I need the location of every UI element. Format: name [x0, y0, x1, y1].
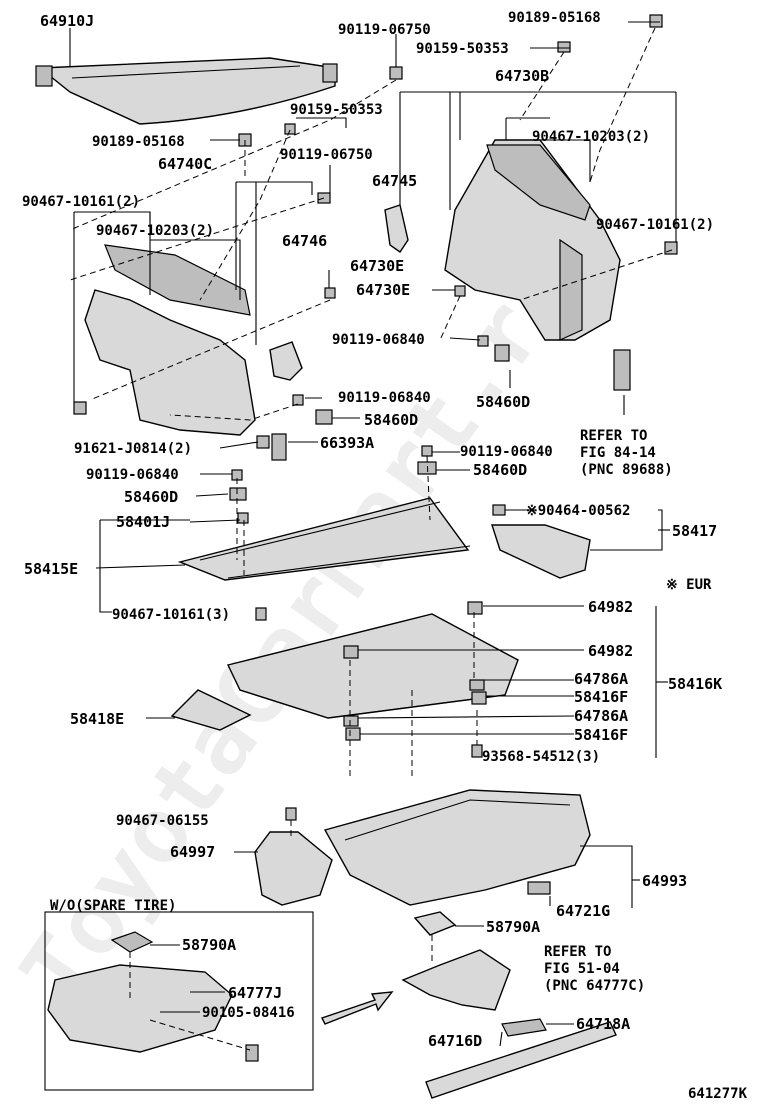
assembly-lines — [69, 27, 673, 1051]
label-58418E: 58418E — [70, 710, 124, 728]
storage-bin-64997-drawing — [254, 831, 333, 906]
label-90464-00562: ※90464-00562 — [526, 503, 630, 519]
label-64730B: 64730B — [495, 67, 549, 85]
label-64982-b: 64982 — [588, 642, 633, 660]
label-58460D-c: 58460D — [473, 461, 527, 479]
label-58417: 58417 — [672, 522, 717, 540]
label-90159-50353-top: 90159-50353 — [416, 41, 509, 57]
bracket-58417-drawing — [491, 524, 591, 579]
label-64730E-b: 64730E — [356, 281, 410, 299]
direction-arrow — [321, 991, 394, 1025]
label-64721G: 64721G — [556, 902, 610, 920]
label-90119-06750-mid: 90119-06750 — [280, 147, 373, 163]
cover-58418E-drawing — [170, 689, 252, 731]
label-58460D-d: 58460D — [124, 488, 178, 506]
label-58460D-a: 58460D — [476, 393, 530, 411]
label-64993: 64993 — [642, 872, 687, 890]
deck-clip-drawings — [285, 601, 487, 821]
label-without-spare-tire: W/O(SPARE TIRE) — [50, 898, 176, 914]
label-64777J: 64777J — [228, 984, 282, 1002]
label-90119-06840-c: 90119-06840 — [460, 444, 553, 460]
label-90119-06840-b: 90119-06840 — [338, 390, 431, 406]
label-90105-08416: 90105-08416 — [202, 1005, 295, 1021]
ref-fig-84-14-line1: REFER TO — [580, 428, 647, 444]
label-90467-10203-left: 90467-10203(2) — [96, 223, 214, 239]
label-eur-note: ※ EUR — [666, 577, 712, 593]
label-64910J: 64910J — [40, 12, 94, 30]
label-90189-05168-top: 90189-05168 — [508, 10, 601, 26]
label-90159-50353-mid: 90159-50353 — [290, 102, 383, 118]
label-90467-10161-right: 90467-10161(2) — [596, 217, 714, 233]
label-64746: 64746 — [282, 232, 327, 250]
label-58790A-box: 58790A — [182, 936, 236, 954]
label-58401J: 58401J — [116, 513, 170, 531]
support-block-drawing — [401, 949, 511, 1011]
deck-board-58416K-drawing — [226, 613, 519, 719]
label-64786A-a: 64786A — [574, 670, 628, 688]
label-64786A-b: 64786A — [574, 707, 628, 725]
label-90119-06750-top: 90119-06750 — [338, 22, 431, 38]
label-64718A: 64718A — [576, 1015, 630, 1033]
label-64997: 64997 — [170, 843, 215, 861]
ref-fig-84-14-line3: (PNC 89688) — [580, 462, 673, 478]
label-64716D: 64716D — [428, 1032, 482, 1050]
diagram-number: 641277K — [688, 1086, 748, 1102]
ref-fig-51-04-line2: FIG 51-04 — [544, 961, 620, 977]
label-90467-10161-bottom: 90467-10161(3) — [112, 607, 230, 623]
label-90467-10203-right: 90467-10203(2) — [532, 129, 650, 145]
label-64982-a: 64982 — [588, 598, 633, 616]
label-58790A: 58790A — [486, 918, 540, 936]
ref-fig-84-14-line2: FIG 84-14 — [580, 445, 656, 461]
label-58416K: 58416K — [668, 675, 722, 693]
luggage-tray-64993-drawing — [323, 789, 591, 906]
label-64745: 64745 — [372, 172, 417, 190]
trim-piece-64745-drawing — [384, 204, 409, 253]
bolt-90105-drawing — [245, 1044, 259, 1062]
ref-fig-51-04-line1: REFER TO — [544, 944, 611, 960]
label-90467-06155: 90467-06155 — [116, 813, 209, 829]
left-quarter-trim-drawing — [84, 244, 256, 436]
label-90189-05168-mid: 90189-05168 — [92, 134, 185, 150]
label-90119-06840-a: 90119-06840 — [332, 332, 425, 348]
right-quarter-trim-drawing — [444, 139, 621, 341]
label-58416F-a: 58416F — [574, 688, 628, 706]
label-66393A: 66393A — [320, 434, 374, 452]
fastener-drawings — [73, 14, 678, 621]
pad-64718A-drawing — [501, 1018, 547, 1037]
label-64740C: 64740C — [158, 155, 212, 173]
tray-clip-inbox-drawing — [110, 931, 154, 953]
label-91621-J0814: 91621-J0814(2) — [74, 441, 192, 457]
label-93568-54512: 93568-54512(3) — [482, 749, 600, 765]
label-90119-06840-d: 90119-06840 — [86, 467, 179, 483]
label-58460D-b: 58460D — [364, 411, 418, 429]
tonneau-cover-drawing — [35, 57, 338, 125]
scuff-plate-64716D-drawing — [425, 1021, 617, 1099]
cross-references: REFER TO FIG 84-14 (PNC 89688) REFER TO … — [544, 428, 673, 994]
tray-clip-58790A-drawing — [413, 911, 457, 936]
foam-tray-64777J-drawing — [47, 964, 233, 1053]
deck-board-58415E-drawing — [177, 497, 471, 581]
label-58416F-b: 58416F — [574, 726, 628, 744]
ref-fig-51-04-line3: (PNC 64777C) — [544, 978, 645, 994]
part-labels: 64910J 90119-06750 90189-05168 90159-503… — [22, 10, 748, 1102]
leader-lines — [69, 21, 677, 1047]
label-64730E-a: 64730E — [350, 257, 404, 275]
trim-piece-64746-drawing — [269, 341, 303, 381]
label-58415E: 58415E — [24, 560, 78, 578]
label-90467-10161-left: 90467-10161(2) — [22, 194, 140, 210]
without-spare-tire-frame — [44, 911, 314, 1091]
